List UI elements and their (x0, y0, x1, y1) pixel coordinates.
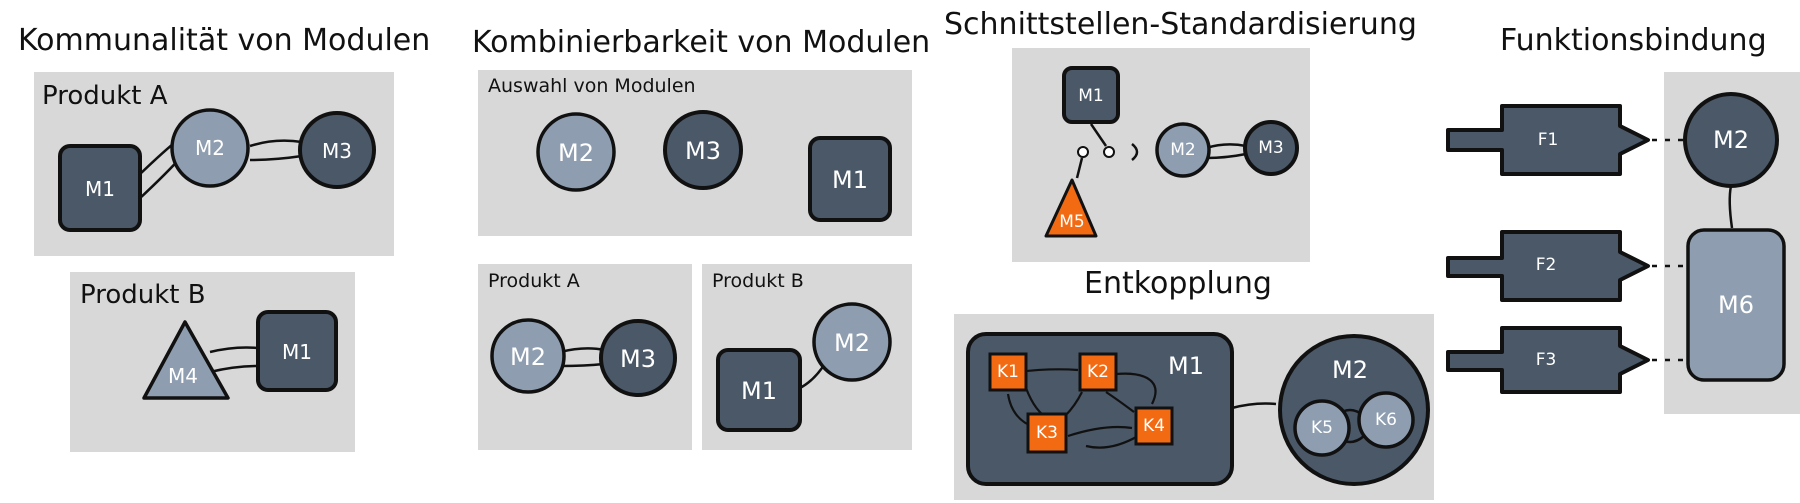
module-label: M2 (510, 343, 546, 371)
section-kombinierbarkeit: Kombinierbarkeit von Modulen Auswahl von… (472, 25, 930, 450)
function-label: F2 (1536, 255, 1557, 275)
component-m5 (1044, 178, 1098, 238)
component-k1 (988, 352, 1028, 392)
component-k6 (1357, 391, 1415, 449)
title-kommunalitaet: Kommunalität von Modulen (18, 23, 430, 58)
module-label: M4 (168, 364, 198, 388)
link (209, 346, 259, 354)
label-produkt-b: Produkt B (80, 280, 206, 310)
link (1085, 435, 1139, 449)
module-label: M2 (1332, 356, 1368, 384)
interface-socket (1103, 146, 1115, 158)
function-arrow-f1 (1446, 104, 1650, 176)
module-label: M1 (85, 177, 115, 201)
module-m3 (1243, 120, 1299, 176)
module-label: M3 (1258, 138, 1283, 158)
link (249, 154, 303, 162)
title-kombinierbarkeit: Kombinierbarkeit von Modulen (472, 25, 930, 60)
module-label: M1 (832, 166, 868, 194)
module-label: M1 (282, 340, 312, 364)
module-label: K3 (1036, 423, 1058, 443)
module-m2 (812, 302, 892, 382)
label-kombi-produkt-a: Produkt A (488, 270, 580, 292)
link (249, 139, 303, 148)
module-label: M2 (834, 329, 870, 357)
module-label: M2 (1713, 126, 1749, 154)
connector-line (1075, 157, 1084, 179)
label-kombi-produkt-b: Produkt B (712, 270, 804, 292)
function-arrow-f3 (1446, 326, 1650, 394)
module-m3 (599, 319, 677, 397)
title-entkopplung: Entkopplung (1084, 266, 1272, 301)
section-entkopplung: Entkopplung M1 K1 K2 K3 K4 M2 K5 (954, 266, 1434, 500)
link (1115, 372, 1157, 405)
label-auswahl: Auswahl von Modulen (488, 75, 696, 97)
module-label: K4 (1143, 416, 1165, 436)
function-arrow-f2 (1446, 230, 1650, 302)
module-m1 (256, 310, 338, 392)
module-m2 (1683, 92, 1779, 188)
module-m6 (1686, 228, 1786, 382)
module-label: M3 (322, 139, 352, 163)
section-funktionsbindung: Funktionsbindung F1 F2 F3 M2 M6 (1446, 23, 1800, 414)
module-m1 (58, 144, 142, 232)
component-k4 (1134, 406, 1174, 446)
module-m3 (298, 111, 376, 189)
module-label: M2 (558, 139, 594, 167)
module-label: M3 (685, 137, 721, 165)
module-label: M2 (1170, 140, 1195, 160)
title-funktionsbindung: Funktionsbindung (1500, 23, 1767, 58)
module-label: M2 (195, 136, 225, 160)
component-k5 (1293, 399, 1351, 457)
module-m2 (490, 318, 566, 394)
module-m1 (808, 136, 892, 222)
module-m4 (142, 320, 230, 400)
component-k2 (1078, 352, 1118, 392)
module-label: M1 (1078, 86, 1103, 106)
module-label: M1 (1168, 352, 1204, 380)
link (1105, 391, 1135, 413)
module-label: M5 (1059, 212, 1084, 232)
label-produkt-a: Produkt A (42, 81, 168, 111)
module-label: K2 (1087, 362, 1109, 382)
section-kommunalitaet: Kommunalität von Modulen Produkt A M1 M2… (18, 23, 430, 452)
module-label: M6 (1718, 291, 1754, 319)
link (1728, 185, 1734, 229)
module-label: K5 (1311, 418, 1333, 438)
function-label: F3 (1536, 350, 1557, 370)
function-label: F1 (1538, 130, 1559, 150)
link (1231, 402, 1277, 410)
interface-socket (1077, 146, 1089, 158)
module-m2 (170, 108, 250, 188)
module-m3 (663, 110, 743, 190)
component-k3 (1026, 412, 1068, 454)
module-m2 (1155, 122, 1211, 178)
module-m1 (1062, 66, 1120, 124)
link (1067, 425, 1133, 438)
connector-line (1089, 123, 1108, 147)
interface-plug (1131, 143, 1139, 161)
module-m2 (536, 112, 616, 192)
section-schnittstellen: Schnittstellen-Standardisierung M1 M5 M2… (944, 7, 1417, 262)
module-label: M1 (741, 377, 777, 405)
module-label: M3 (620, 345, 656, 373)
module-label: K1 (997, 362, 1019, 382)
module-m1 (716, 348, 802, 432)
module-label: K6 (1375, 410, 1397, 430)
title-schnittstellen: Schnittstellen-Standardisierung (944, 7, 1417, 42)
